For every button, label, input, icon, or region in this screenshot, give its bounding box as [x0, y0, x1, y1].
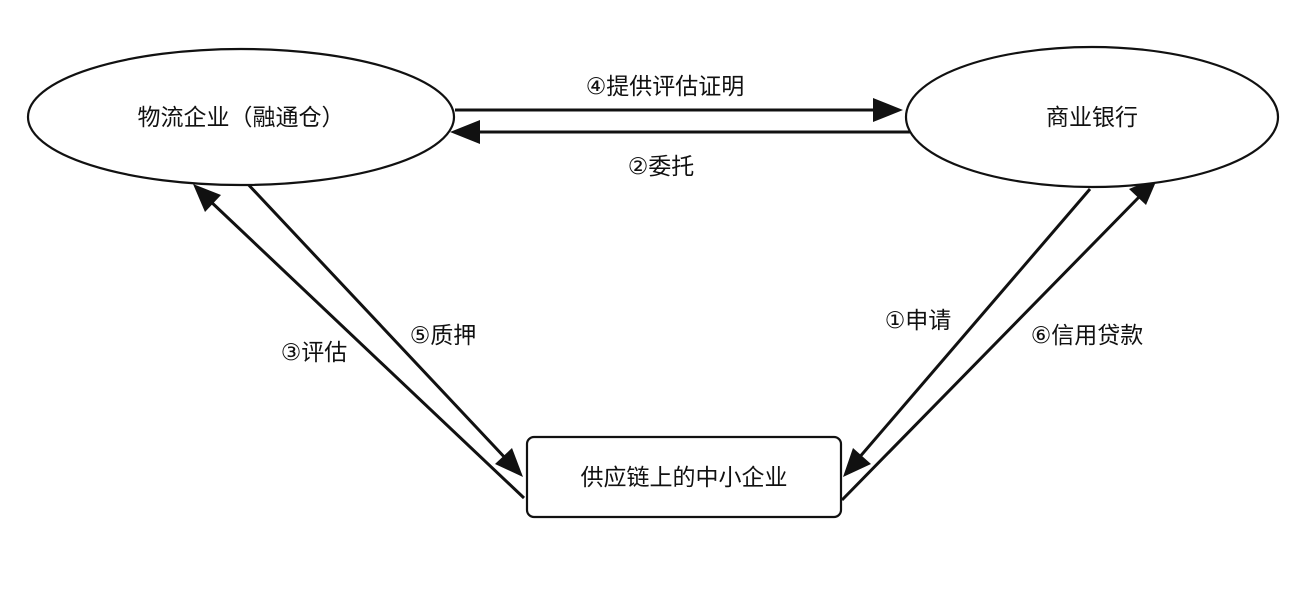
node-sme-shape — [525, 435, 843, 519]
edge-label-credit-loan: ⑥信用贷款 — [1031, 323, 1144, 349]
edges — [193, 98, 1158, 502]
node-sme: 供应链上的中小企业 — [525, 435, 843, 519]
arrowhead-pledge — [495, 448, 523, 477]
node-sme-label: 供应链上的中小企业 — [581, 465, 788, 491]
node-logistics-shape — [26, 47, 456, 187]
edge-label-evaluate: ③评估 — [281, 340, 348, 366]
node-bank: 商业银行 — [904, 45, 1280, 189]
arrowhead-provide-evaluation — [873, 98, 903, 122]
edge-label-entrust: ②委托 — [628, 154, 695, 180]
edge-evaluate — [206, 197, 526, 500]
edge-pledge — [243, 179, 510, 463]
node-logistics: 物流企业（融通仓） — [26, 47, 456, 187]
node-logistics-label: 物流企业（融通仓） — [138, 105, 345, 131]
nodes: 物流企业（融通仓） 商业银行 供应链上的中小企业 — [26, 45, 1280, 519]
arrowhead-evaluate — [193, 184, 221, 212]
arrowhead-apply — [843, 448, 871, 477]
node-bank-shape — [904, 45, 1280, 189]
edge-credit-loan — [840, 192, 1144, 502]
edge-label-pledge: ⑤质押 — [410, 323, 477, 349]
edge-label-apply: ①申请 — [885, 308, 952, 334]
edge-label-provide-evaluation: ④提供评估证明 — [586, 74, 745, 100]
edge-labels: ④提供评估证明 ②委托 ③评估 ⑤质押 ①申请 ⑥信用贷款 — [281, 74, 1144, 366]
arrowhead-entrust — [450, 120, 480, 144]
edge-apply — [856, 188, 1092, 460]
node-bank-label: 商业银行 — [1046, 105, 1138, 131]
